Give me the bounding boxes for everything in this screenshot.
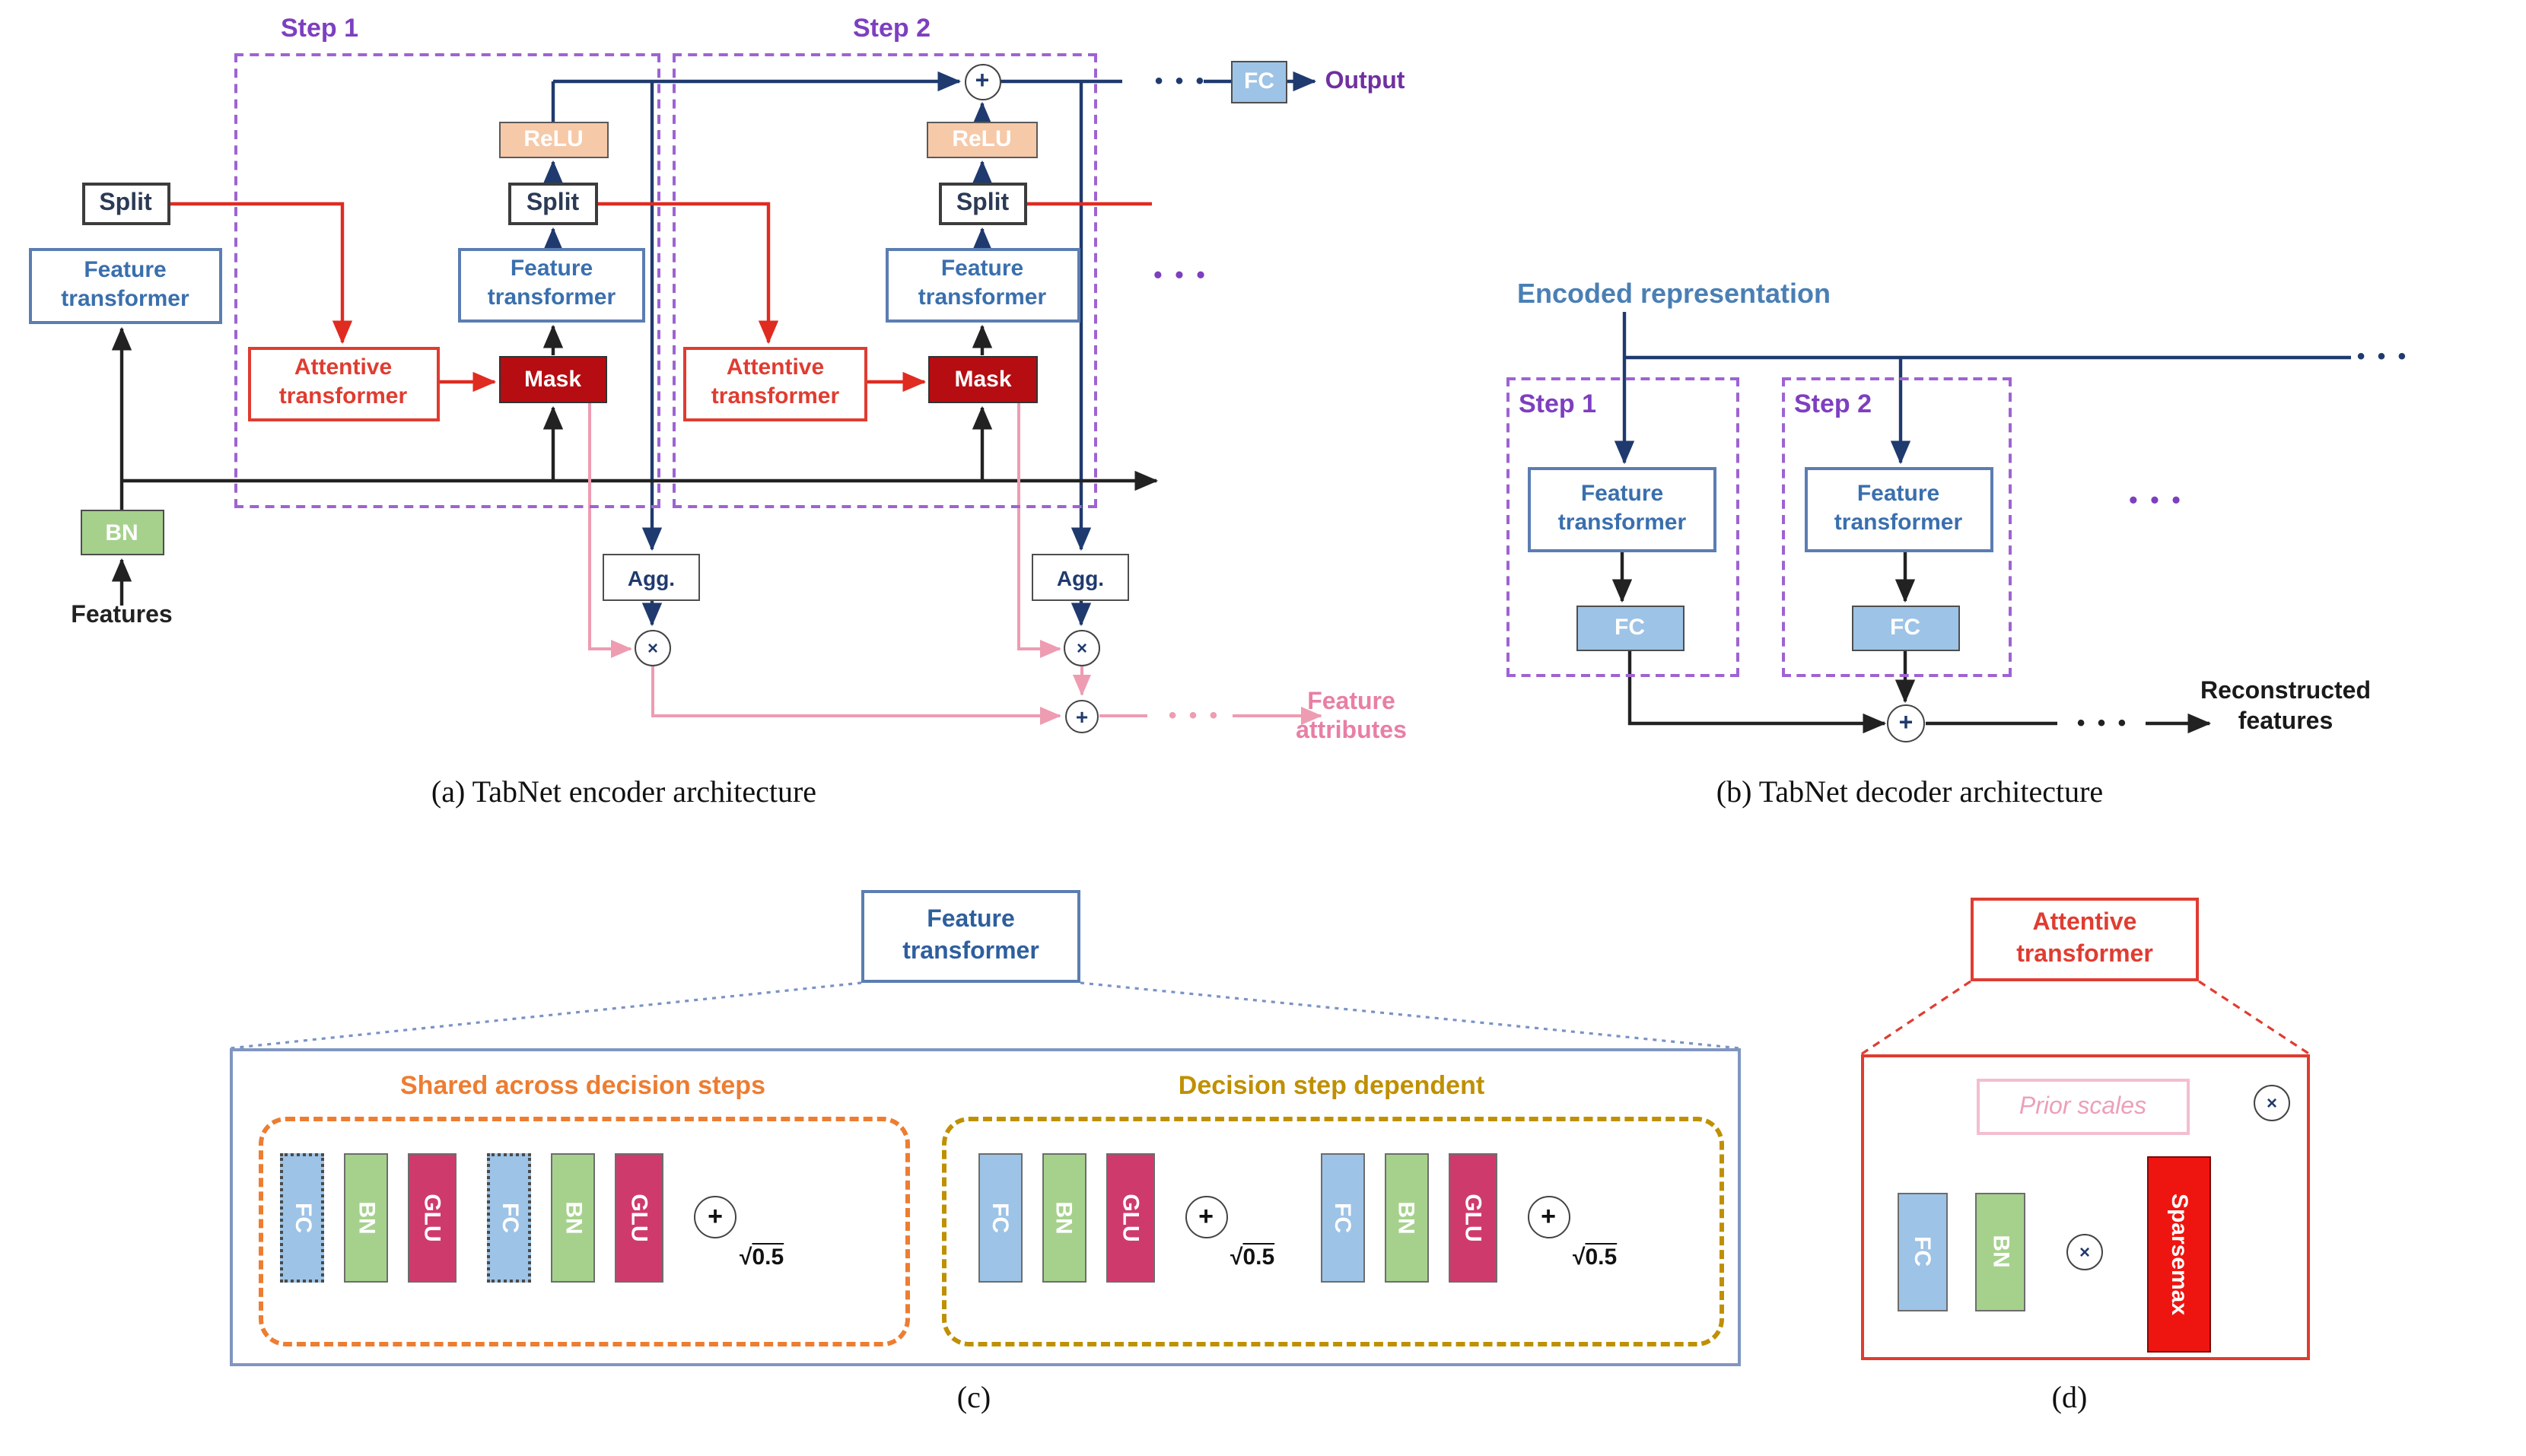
- ft-detail-title-box: Feature transformer: [861, 890, 1080, 983]
- decoder-steps-ellipsis: • • •: [2129, 488, 2184, 514]
- ft-detail-caption: (c): [956, 1381, 991, 1415]
- encoder-sum-circle: +: [964, 63, 1001, 100]
- encoder-mask-2: Mask: [928, 355, 1038, 403]
- ft-dep-glu-2: GLU: [1448, 1152, 1497, 1282]
- encoder-mask-1: Mask: [498, 355, 607, 403]
- ft-shared-sqrt-label: √0.5: [740, 1245, 784, 1270]
- encoder-steps-ellipsis: • • •: [1153, 263, 1208, 289]
- decoder-feature-transformer-2: Feature transformer: [1804, 466, 1993, 552]
- ft-shared-bn-1: BN: [344, 1152, 388, 1282]
- decoder-step2-box: [1782, 377, 2011, 677]
- ft-shared-fc-2: FC: [487, 1152, 531, 1282]
- encoder-relu-2: ReLU: [927, 122, 1037, 157]
- ft-shared-fc-2-label: FC: [496, 1202, 522, 1232]
- encoder-relu-1: ReLU: [498, 122, 609, 157]
- at-sparsemax-block: Sparsemax: [2147, 1156, 2211, 1352]
- ft-dep-glu-2-label: GLU: [1459, 1193, 1486, 1241]
- ft-shared-fc-1: FC: [280, 1152, 324, 1282]
- ft-dep-glu-1-label: GLU: [1117, 1193, 1144, 1241]
- ft-shared-title: Shared across decision steps: [400, 1071, 765, 1100]
- ft-dependent-title: Decision step dependent: [1178, 1071, 1485, 1100]
- ft-shared-glu-2: GLU: [615, 1152, 663, 1282]
- decoder-topline-ellipsis: • • •: [2356, 344, 2410, 370]
- encoder-split-1: Split: [508, 183, 597, 224]
- ft-dep-fc-2: FC: [1320, 1152, 1364, 1282]
- ft-dep-sum-circle-1: +: [1185, 1196, 1227, 1238]
- decoder-sum-circle: +: [1887, 704, 1925, 742]
- ft-dep-glu-1: GLU: [1106, 1152, 1154, 1282]
- encoder-features-label: Features: [71, 602, 173, 628]
- at-bn-block: BN: [1975, 1192, 2025, 1311]
- sqrt-sign: √: [740, 1245, 752, 1270]
- encoder-caption: (a) TabNet encoder architecture: [431, 776, 817, 809]
- decoder-step1-box: [1506, 377, 1739, 677]
- sqrt-value: 0.5: [1242, 1245, 1275, 1270]
- encoder-step2-box: [672, 53, 1097, 508]
- ft-shared-glu-1: GLU: [408, 1152, 457, 1282]
- decoder-caption: (b) TabNet decoder architecture: [1716, 776, 2104, 809]
- at-fc-block: FC: [1897, 1192, 1947, 1311]
- sqrt-value: 0.5: [752, 1245, 784, 1270]
- ft-dep-bn-1: BN: [1042, 1152, 1086, 1282]
- encoder-multiply-circle-2: ×: [1064, 629, 1100, 666]
- ft-shared-bn-2: BN: [551, 1152, 595, 1282]
- ft-shared-bn-1-label: BN: [352, 1200, 379, 1234]
- at-multiply-circle-mid: ×: [2066, 1233, 2103, 1270]
- decoder-encoded-representation-label: Encoded representation: [1516, 278, 1831, 308]
- decoder-step2-label: Step 2: [1794, 389, 1872, 418]
- encoder-split-0: Split: [81, 183, 170, 225]
- at-fc-label: FC: [1909, 1236, 1935, 1267]
- ft-shared-sum-circle: +: [694, 1196, 736, 1238]
- ft-dep-sqrt-label-1: √0.5: [1230, 1245, 1274, 1270]
- ft-dep-bn-1-label: BN: [1050, 1200, 1077, 1234]
- sqrt-value: 0.5: [1585, 1245, 1618, 1270]
- at-sparsemax-label: Sparsemax: [2166, 1193, 2192, 1315]
- encoder-step2-label: Step 2: [852, 14, 931, 43]
- encoder-feature-transformer-1: Feature transformer: [458, 247, 645, 322]
- sqrt-sign: √: [1573, 1245, 1586, 1270]
- encoder-topline-ellipsis: • • •: [1154, 68, 1207, 94]
- encoder-feature-transformer-2: Feature transformer: [885, 247, 1080, 322]
- ft-dependent-group-box: [941, 1117, 1724, 1346]
- encoder-feature-transformer-0: Feature transformer: [28, 247, 222, 323]
- encoder-step1-box: [234, 53, 660, 508]
- ft-dep-bn-2: BN: [1384, 1152, 1428, 1282]
- at-prior-scales-box: Prior scales: [1976, 1079, 2190, 1135]
- ft-shared-bn-2-label: BN: [559, 1200, 586, 1234]
- ft-shared-fc-1-label: FC: [289, 1202, 315, 1232]
- ft-dep-sum-circle-2: +: [1527, 1196, 1570, 1238]
- ft-shared-group-box: [259, 1117, 909, 1346]
- decoder-reconstructed-features-label: Reconstructed features: [2200, 679, 2372, 735]
- decoder-fc-1: FC: [1576, 605, 1684, 651]
- decoder-fc-2: FC: [1851, 605, 1959, 651]
- encoder-output-fc: FC: [1231, 61, 1287, 103]
- ft-dep-fc-1-label: FC: [987, 1202, 1013, 1232]
- ft-shared-glu-1-label: GLU: [419, 1193, 446, 1241]
- at-bn-label: BN: [1987, 1235, 2013, 1268]
- encoder-agg-2: Agg.: [1032, 554, 1129, 601]
- feature-attributes-label: Feature attributes: [1296, 688, 1407, 744]
- ft-dep-fc-1: FC: [978, 1152, 1022, 1282]
- decoder-feature-transformer-1: Feature transformer: [1528, 466, 1716, 552]
- at-multiply-circle-top: ×: [2254, 1085, 2290, 1121]
- encoder-attentive-transformer-2: Attentive transformer: [683, 346, 867, 421]
- feature-attributes-sum-circle: +: [1065, 699, 1099, 733]
- ft-shared-glu-2-label: GLU: [626, 1193, 653, 1241]
- ft-dep-sqrt-label-2: √0.5: [1573, 1245, 1617, 1270]
- feature-attributes-ellipsis: • • •: [1168, 703, 1221, 729]
- at-detail-caption: (d): [2051, 1381, 2088, 1415]
- encoder-output-label: Output: [1325, 68, 1405, 94]
- encoder-attentive-transformer-1: Attentive transformer: [247, 346, 439, 421]
- decoder-bottom-ellipsis: • • •: [2076, 711, 2130, 736]
- at-detail-title-box: Attentive transformer: [1971, 898, 2199, 981]
- encoder-multiply-circle-1: ×: [635, 629, 671, 666]
- encoder-step1-label: Step 1: [280, 14, 359, 43]
- ft-dep-bn-2-label: BN: [1392, 1200, 1419, 1234]
- encoder-agg-1: Agg.: [603, 554, 700, 601]
- encoder-split-2: Split: [938, 183, 1027, 224]
- ft-dep-fc-2-label: FC: [1329, 1202, 1355, 1232]
- encoder-bn: BN: [80, 510, 164, 555]
- decoder-step1-label: Step 1: [1519, 389, 1597, 418]
- sqrt-sign: √: [1230, 1245, 1243, 1270]
